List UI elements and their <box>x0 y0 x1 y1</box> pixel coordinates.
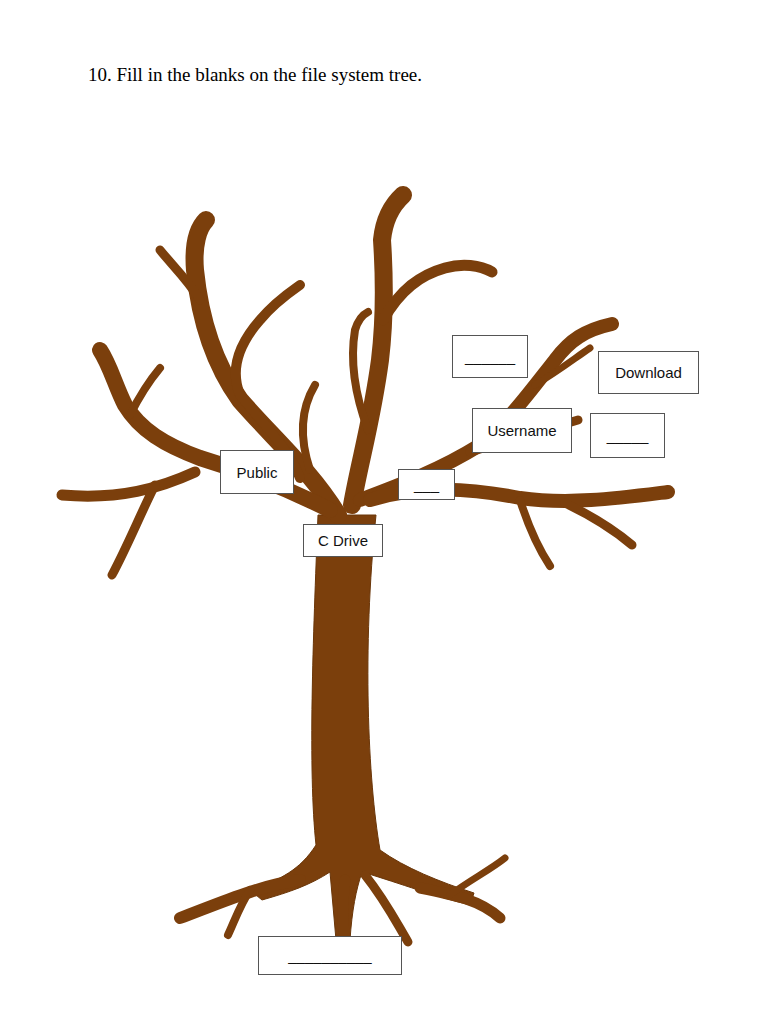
folder-label: C Drive <box>318 532 368 549</box>
folder-label: Download <box>615 364 682 381</box>
question-title: 10. Fill in the blanks on the file syste… <box>88 64 422 86</box>
folder-box: __________ <box>258 936 402 975</box>
folder-label: __________ <box>288 947 371 964</box>
folder-box: Public <box>220 450 294 494</box>
folder-box: C Drive <box>303 524 383 557</box>
folder-label: _____ <box>607 427 649 444</box>
folder-label: Username <box>487 422 556 439</box>
folder-box: _____ <box>590 413 665 458</box>
folder-label: Public <box>237 464 278 481</box>
folder-box: Username <box>472 408 572 453</box>
folder-label: ______ <box>465 348 515 365</box>
folder-box: ___ <box>398 469 455 500</box>
folder-label: ___ <box>414 476 439 493</box>
folder-box: ______ <box>452 335 528 378</box>
folder-box: Download <box>598 351 699 394</box>
